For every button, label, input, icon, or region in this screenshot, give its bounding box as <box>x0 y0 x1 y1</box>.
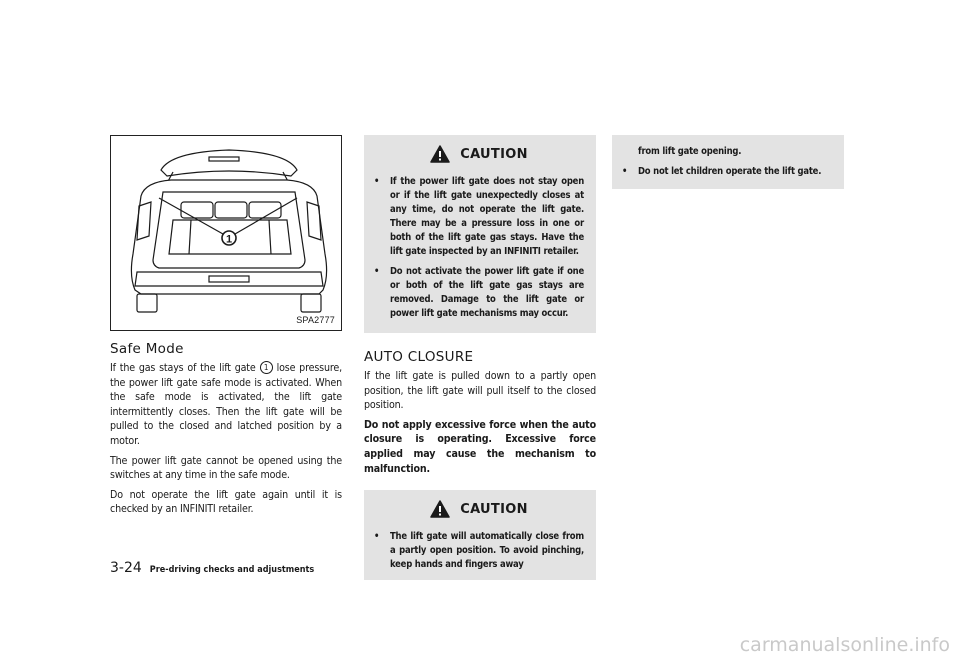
safe-mode-paragraph-2: The power lift gate cannot be opened usi… <box>110 454 342 482</box>
warning-triangle-icon <box>430 145 450 163</box>
bullet: • <box>374 266 380 277</box>
caution-item-text: Do not let children operate the lift gat… <box>638 166 822 177</box>
caution-title: CAUTION <box>460 501 528 517</box>
caution-list: • The lift gate will automatically close … <box>374 530 584 572</box>
caution-title: CAUTION <box>460 146 528 162</box>
watermark: carmanualsonline.info <box>739 634 950 656</box>
auto-closure-paragraph-2: Do not apply excessive force when the au… <box>364 418 596 475</box>
safe-mode-p1-post: lose pressure, the power lift gate safe … <box>110 362 342 447</box>
caution-item-text: If the power lift gate does not stay ope… <box>390 176 584 257</box>
footer-section-title: Pre-driving checks and adjustments <box>149 565 315 575</box>
auto-closure-heading: AUTO CLOSURE <box>364 349 474 365</box>
column-right: from lift gate opening. • Do not let chil… <box>612 135 844 189</box>
caution-header: CAUTION <box>374 500 584 518</box>
column-middle: CAUTION • If the power lift gate does not… <box>364 135 596 581</box>
caution-list: from lift gate opening. • Do not let chil… <box>622 145 832 179</box>
caution-item-continued: from lift gate opening. <box>622 145 832 159</box>
caution-item: • Do not activate the power lift gate if … <box>374 265 584 321</box>
caution-item: • If the power lift gate does not stay op… <box>374 175 584 259</box>
callout-1-text: 1 <box>226 234 232 246</box>
caution-header: CAUTION <box>374 145 584 163</box>
safe-mode-heading: Safe Mode <box>110 341 184 357</box>
bullet: • <box>374 176 380 187</box>
caution-item-text: from lift gate opening. <box>638 146 742 157</box>
caution-item: • The lift gate will automatically close … <box>374 530 584 572</box>
lift-gate-figure: 1 SPA2777 <box>110 135 342 331</box>
figure-label: SPA2777 <box>296 315 335 325</box>
page-number: 3-24 <box>110 560 142 576</box>
caution-box-2-continued: from lift gate opening. • Do not let chil… <box>612 135 844 189</box>
column-left: 1 SPA2777 Safe Mode If the gas stays of … <box>110 135 342 522</box>
caution-item-text: The lift gate will automatically close f… <box>390 531 584 571</box>
caution-box-1: CAUTION • If the power lift gate does not… <box>364 135 596 333</box>
warning-triangle-icon <box>430 500 450 518</box>
caution-list: • If the power lift gate does not stay op… <box>374 175 584 321</box>
callout-1-icon: 1 <box>259 361 273 374</box>
caution-item: • Do not let children operate the lift ga… <box>622 165 832 179</box>
callout-1-marker: 1 <box>221 230 237 246</box>
safe-mode-p1-pre: If the gas stays of the lift gate <box>110 362 256 374</box>
caution-item-text: Do not activate the power lift gate if o… <box>390 266 584 319</box>
bullet: • <box>374 531 380 543</box>
auto-closure-paragraph-1: If the lift gate is pulled down to a par… <box>364 370 596 412</box>
suv-rear-illustration: 1 <box>130 149 328 313</box>
bullet: • <box>622 166 628 177</box>
page-footer: 3-24 Pre-driving checks and adjustments <box>110 560 314 576</box>
caution-box-2: CAUTION • The lift gate will automaticall… <box>364 490 596 581</box>
safe-mode-paragraph-3: Do not operate the lift gate again until… <box>110 488 342 516</box>
